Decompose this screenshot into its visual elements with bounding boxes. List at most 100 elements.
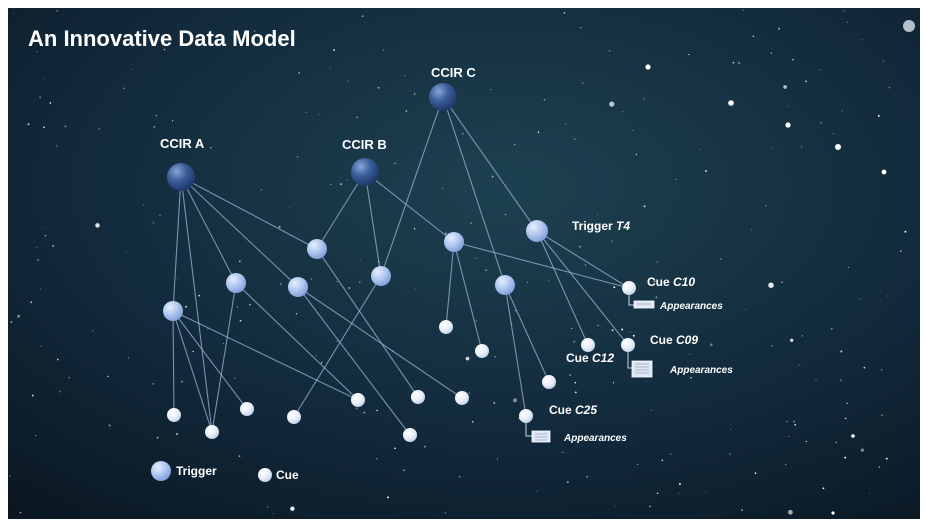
- star: [491, 175, 494, 178]
- star: [667, 181, 669, 183]
- star: [49, 102, 52, 104]
- star: [881, 414, 883, 417]
- star: [622, 111, 624, 113]
- star: [562, 451, 564, 454]
- star: [267, 506, 269, 508]
- star: [413, 93, 416, 95]
- star: [752, 35, 755, 38]
- star: [290, 506, 295, 511]
- star: [527, 281, 528, 283]
- star: [770, 52, 773, 54]
- star: [376, 409, 379, 412]
- star: [781, 281, 783, 283]
- star: [320, 362, 323, 364]
- appearances-doc-icon: [631, 360, 653, 378]
- cue-c12-label: Cue C12: [566, 351, 614, 365]
- star: [43, 126, 45, 129]
- node-layer: [163, 83, 655, 443]
- star: [580, 27, 582, 29]
- star: [800, 146, 803, 148]
- star: [360, 259, 362, 261]
- star: [566, 481, 569, 484]
- star: [720, 258, 722, 260]
- star: [846, 21, 848, 23]
- edge-t2-c10: [453, 241, 630, 289]
- trigger-node-t8: [526, 220, 548, 242]
- star: [142, 204, 145, 206]
- star: [793, 420, 795, 423]
- star: [635, 153, 637, 155]
- legend-cue-swatch: [258, 468, 272, 482]
- star: [315, 355, 317, 356]
- star: [729, 453, 731, 455]
- star: [403, 469, 405, 472]
- star: [815, 378, 817, 381]
- ccir-node-B: [351, 158, 379, 186]
- star: [236, 306, 239, 308]
- star: [340, 183, 343, 186]
- edge-t4-q8: [297, 286, 463, 399]
- legend-cue-label: Cue: [276, 468, 299, 482]
- star: [613, 286, 616, 289]
- star: [56, 9, 59, 12]
- edge-C-t8: [442, 96, 538, 232]
- star: [295, 312, 298, 315]
- star: [608, 49, 611, 52]
- star: [537, 131, 540, 133]
- star: [844, 456, 847, 459]
- star: [465, 356, 470, 361]
- star: [788, 436, 790, 437]
- slide-title: An Innovative Data Model: [28, 26, 296, 51]
- star: [424, 445, 426, 448]
- edge-t1-q7: [316, 248, 419, 398]
- cue-node-q5: [351, 393, 365, 407]
- star: [289, 207, 290, 208]
- star: [156, 436, 159, 439]
- star: [128, 357, 129, 359]
- star: [405, 110, 408, 112]
- star: [35, 434, 37, 436]
- star: [45, 227, 47, 229]
- star: [36, 50, 38, 52]
- cue-node-q10: [475, 344, 489, 358]
- cue-node-q4: [287, 410, 301, 424]
- star: [68, 376, 70, 379]
- star: [305, 111, 307, 113]
- star: [614, 505, 616, 507]
- edge-t6-q12: [504, 284, 527, 417]
- star: [163, 48, 166, 51]
- star: [177, 277, 179, 279]
- edge-t2-q10: [453, 241, 483, 352]
- appearances-doc-icon: [531, 430, 551, 443]
- star: [573, 340, 576, 343]
- star: [820, 121, 822, 124]
- star: [882, 60, 885, 62]
- legend: Trigger Cue: [151, 461, 299, 482]
- star: [513, 398, 517, 403]
- star: [30, 301, 32, 303]
- star: [348, 287, 350, 289]
- edge-t8-c10: [536, 230, 630, 289]
- star: [485, 269, 487, 271]
- star: [794, 423, 797, 426]
- star: [59, 390, 62, 393]
- star: [584, 264, 587, 266]
- star: [356, 116, 358, 118]
- star: [847, 266, 850, 268]
- star: [661, 459, 664, 462]
- star: [195, 37, 197, 39]
- star: [646, 380, 647, 382]
- star: [153, 126, 155, 128]
- star: [678, 482, 681, 485]
- appearances-doc-icon: [633, 300, 655, 309]
- star: [336, 280, 338, 283]
- star: [656, 492, 659, 495]
- legend-trigger-swatch: [151, 461, 171, 481]
- star: [336, 340, 338, 342]
- star: [822, 487, 825, 490]
- star: [475, 257, 477, 259]
- trigger-node-t2: [444, 232, 464, 252]
- edge-t7-q2: [172, 310, 213, 433]
- star: [223, 343, 225, 345]
- star: [298, 72, 300, 74]
